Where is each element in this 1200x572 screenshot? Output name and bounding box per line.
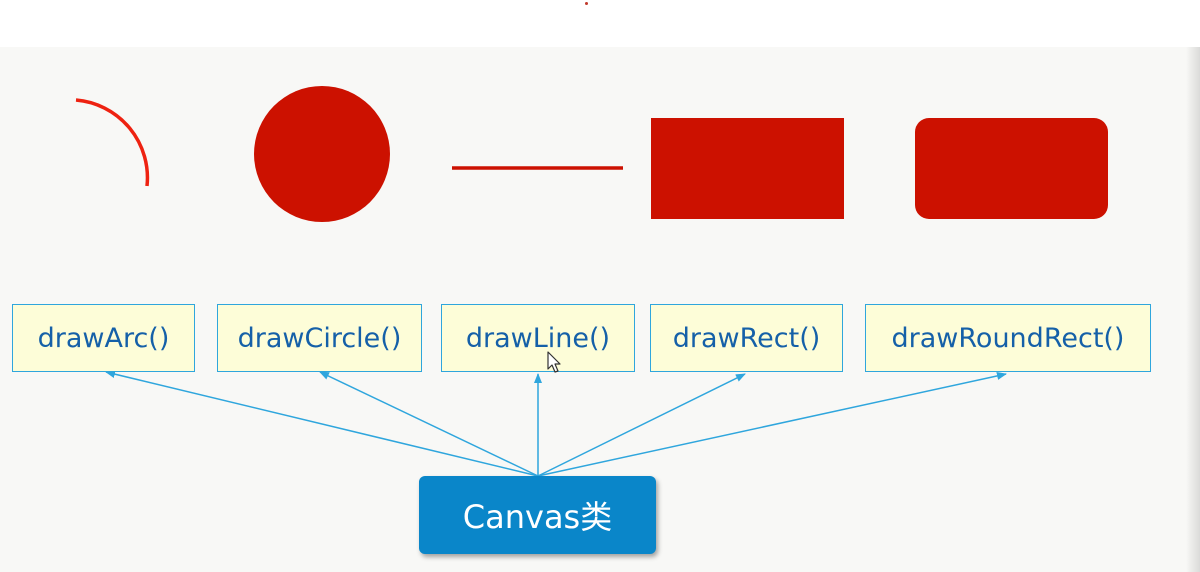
- rect-shape: [651, 118, 844, 219]
- arc-shape: [75, 98, 150, 187]
- method-box-drawrect: drawRect(): [650, 304, 843, 372]
- method-box-drawline: drawLine(): [441, 304, 635, 372]
- arrow-to-drawarc: [105, 370, 539, 477]
- slide-edge-shadow: [1186, 47, 1200, 572]
- circle-shape: [254, 86, 390, 222]
- method-label-drawrect: drawRect(): [672, 322, 821, 354]
- arrow-to-drawroundrect: [537, 372, 1007, 477]
- method-box-drawarc: drawArc(): [12, 304, 195, 372]
- round-rect-shape: [915, 118, 1108, 219]
- arrow-to-drawrect: [537, 373, 746, 477]
- method-label-drawline: drawLine(): [465, 322, 611, 354]
- arrow-to-drawcircle: [319, 371, 539, 477]
- canvas-class-box: Canvas类: [419, 476, 656, 554]
- method-label-drawroundrect: drawRoundRect(): [891, 322, 1125, 354]
- canvas-class-label: Canvas类: [462, 498, 613, 536]
- method-box-drawroundrect: drawRoundRect(): [865, 304, 1151, 372]
- mouse-cursor-icon: [547, 351, 561, 373]
- method-label-drawarc: drawArc(): [37, 322, 170, 354]
- top-dot: [585, 2, 588, 5]
- method-label-drawcircle: drawCircle(): [237, 322, 402, 354]
- method-box-drawcircle: drawCircle(): [217, 304, 422, 372]
